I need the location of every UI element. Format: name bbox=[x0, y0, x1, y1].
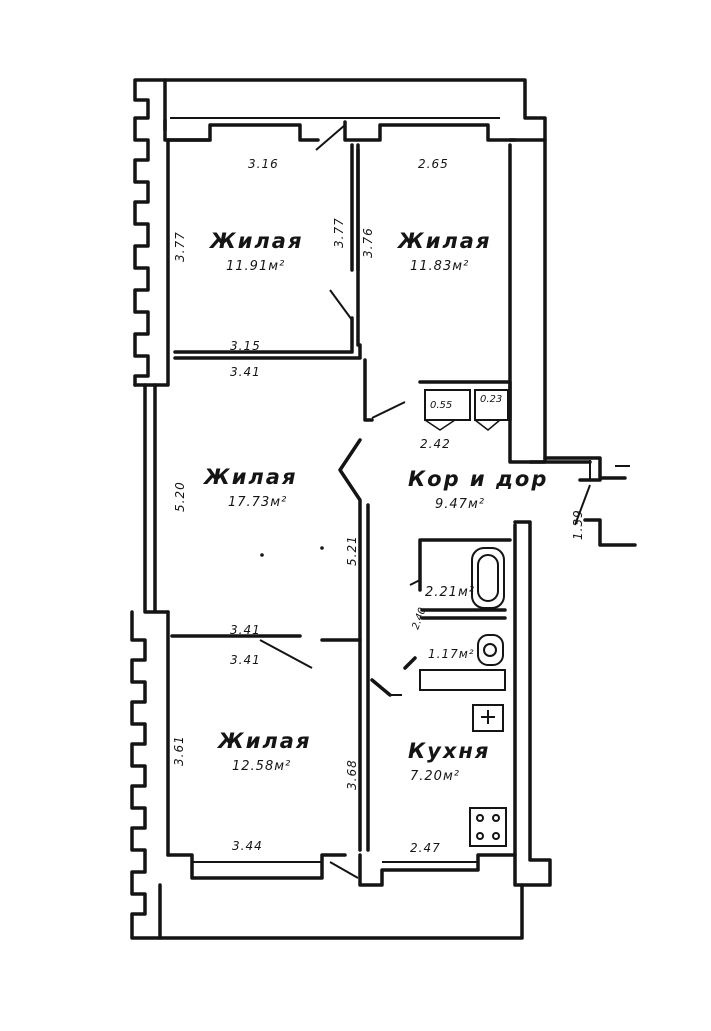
dimension-label: 2.47 bbox=[410, 841, 441, 855]
dimension-label: 5.20 bbox=[173, 481, 187, 512]
room-area: 17.73м² bbox=[228, 495, 287, 510]
room-area: 9.47м² bbox=[435, 497, 485, 512]
dimension-label: 3.77 bbox=[173, 231, 187, 262]
kitchen-fixtures bbox=[469, 704, 507, 847]
dimension-label: 1.39 bbox=[571, 509, 585, 540]
closets bbox=[418, 380, 512, 431]
dimension-label: 5.21 bbox=[345, 535, 359, 566]
room-name: Жилая bbox=[216, 729, 311, 753]
closet-area: 0.55 bbox=[430, 400, 452, 411]
room-name: Кухня bbox=[408, 739, 490, 763]
closet-area: 0.23 bbox=[480, 394, 502, 405]
bottom-balcony bbox=[158, 853, 524, 940]
bath-area: 2.21м² bbox=[425, 585, 475, 600]
room-area: 11.91м² bbox=[226, 259, 285, 274]
dimension-label: 3.15 bbox=[230, 339, 261, 353]
dimension-label: 3.41 bbox=[230, 623, 261, 637]
dimension-label: 3.41 bbox=[230, 365, 261, 379]
dimension-label: 3.16 bbox=[248, 157, 279, 171]
room-area: 7.20м² bbox=[410, 769, 460, 784]
marker-dot bbox=[260, 553, 264, 557]
dimension-label: 3.61 bbox=[172, 735, 186, 766]
right-exterior-wall bbox=[508, 138, 637, 887]
bathroom-block bbox=[403, 538, 512, 691]
room-area: 11.83м² bbox=[410, 259, 469, 274]
dimension-label: 3.44 bbox=[232, 839, 263, 853]
room-area: 12.58м² bbox=[232, 759, 291, 774]
room-name: Жилая bbox=[396, 229, 491, 253]
room-name: Жилая bbox=[202, 465, 297, 489]
dimension-label: 2.65 bbox=[418, 157, 449, 171]
wc-area: 1.17м² bbox=[428, 647, 475, 661]
dimension-label: 3.68 bbox=[345, 759, 359, 790]
dimension-label: 3.77 bbox=[332, 217, 346, 248]
dimension-label: 3.41 bbox=[230, 653, 261, 667]
dimension-label: 3.76 bbox=[361, 227, 375, 258]
interior-partitions bbox=[170, 143, 406, 852]
dimension-label: 2.42 bbox=[420, 437, 451, 451]
room-name: Жилая bbox=[208, 229, 303, 253]
top-balcony bbox=[163, 78, 547, 151]
marker-dot bbox=[320, 546, 324, 550]
room-name: Кор и дор bbox=[408, 467, 548, 491]
left-exterior-wall bbox=[130, 78, 170, 940]
